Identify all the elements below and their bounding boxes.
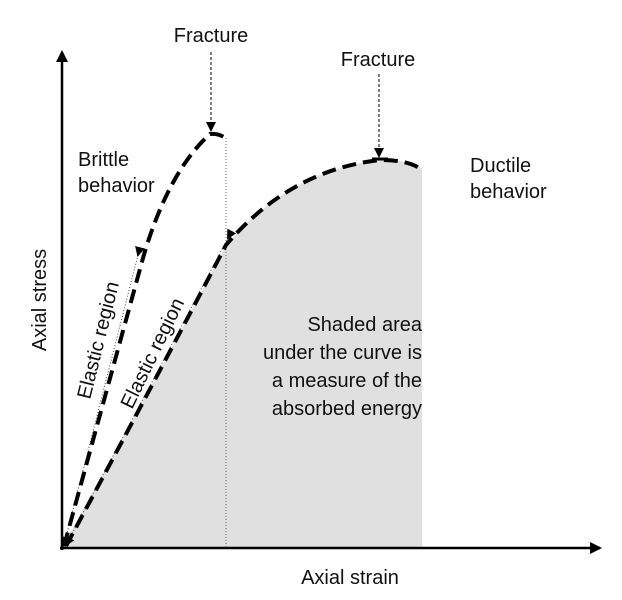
elastic-region-ductile-arrow bbox=[65, 228, 237, 547]
elastic-region-brittle-label: Elastic region bbox=[74, 279, 124, 401]
ductile-curve bbox=[64, 157, 424, 547]
x-axis-label: Axial strain bbox=[301, 567, 399, 589]
ductile-label-line1: Ductile bbox=[470, 155, 531, 177]
brittle-label-line2: behavior bbox=[78, 175, 155, 197]
shaded-note-line3: a measure of the bbox=[272, 370, 422, 392]
brittle-curve bbox=[62, 131, 230, 547]
fracture-brittle-label: Fracture bbox=[174, 25, 248, 47]
brittle-label-line1: Brittle bbox=[78, 149, 129, 171]
shaded-note-line2: under the curve is bbox=[263, 342, 422, 364]
shaded-note-line4: absorbed energy bbox=[272, 398, 422, 420]
y-axis-label: Axial stress bbox=[29, 249, 51, 351]
shaded-note-line1: Shaded area bbox=[307, 314, 422, 336]
fracture-ductile-label: Fracture bbox=[341, 49, 415, 71]
ductile-label-line2: behavior bbox=[470, 181, 547, 203]
